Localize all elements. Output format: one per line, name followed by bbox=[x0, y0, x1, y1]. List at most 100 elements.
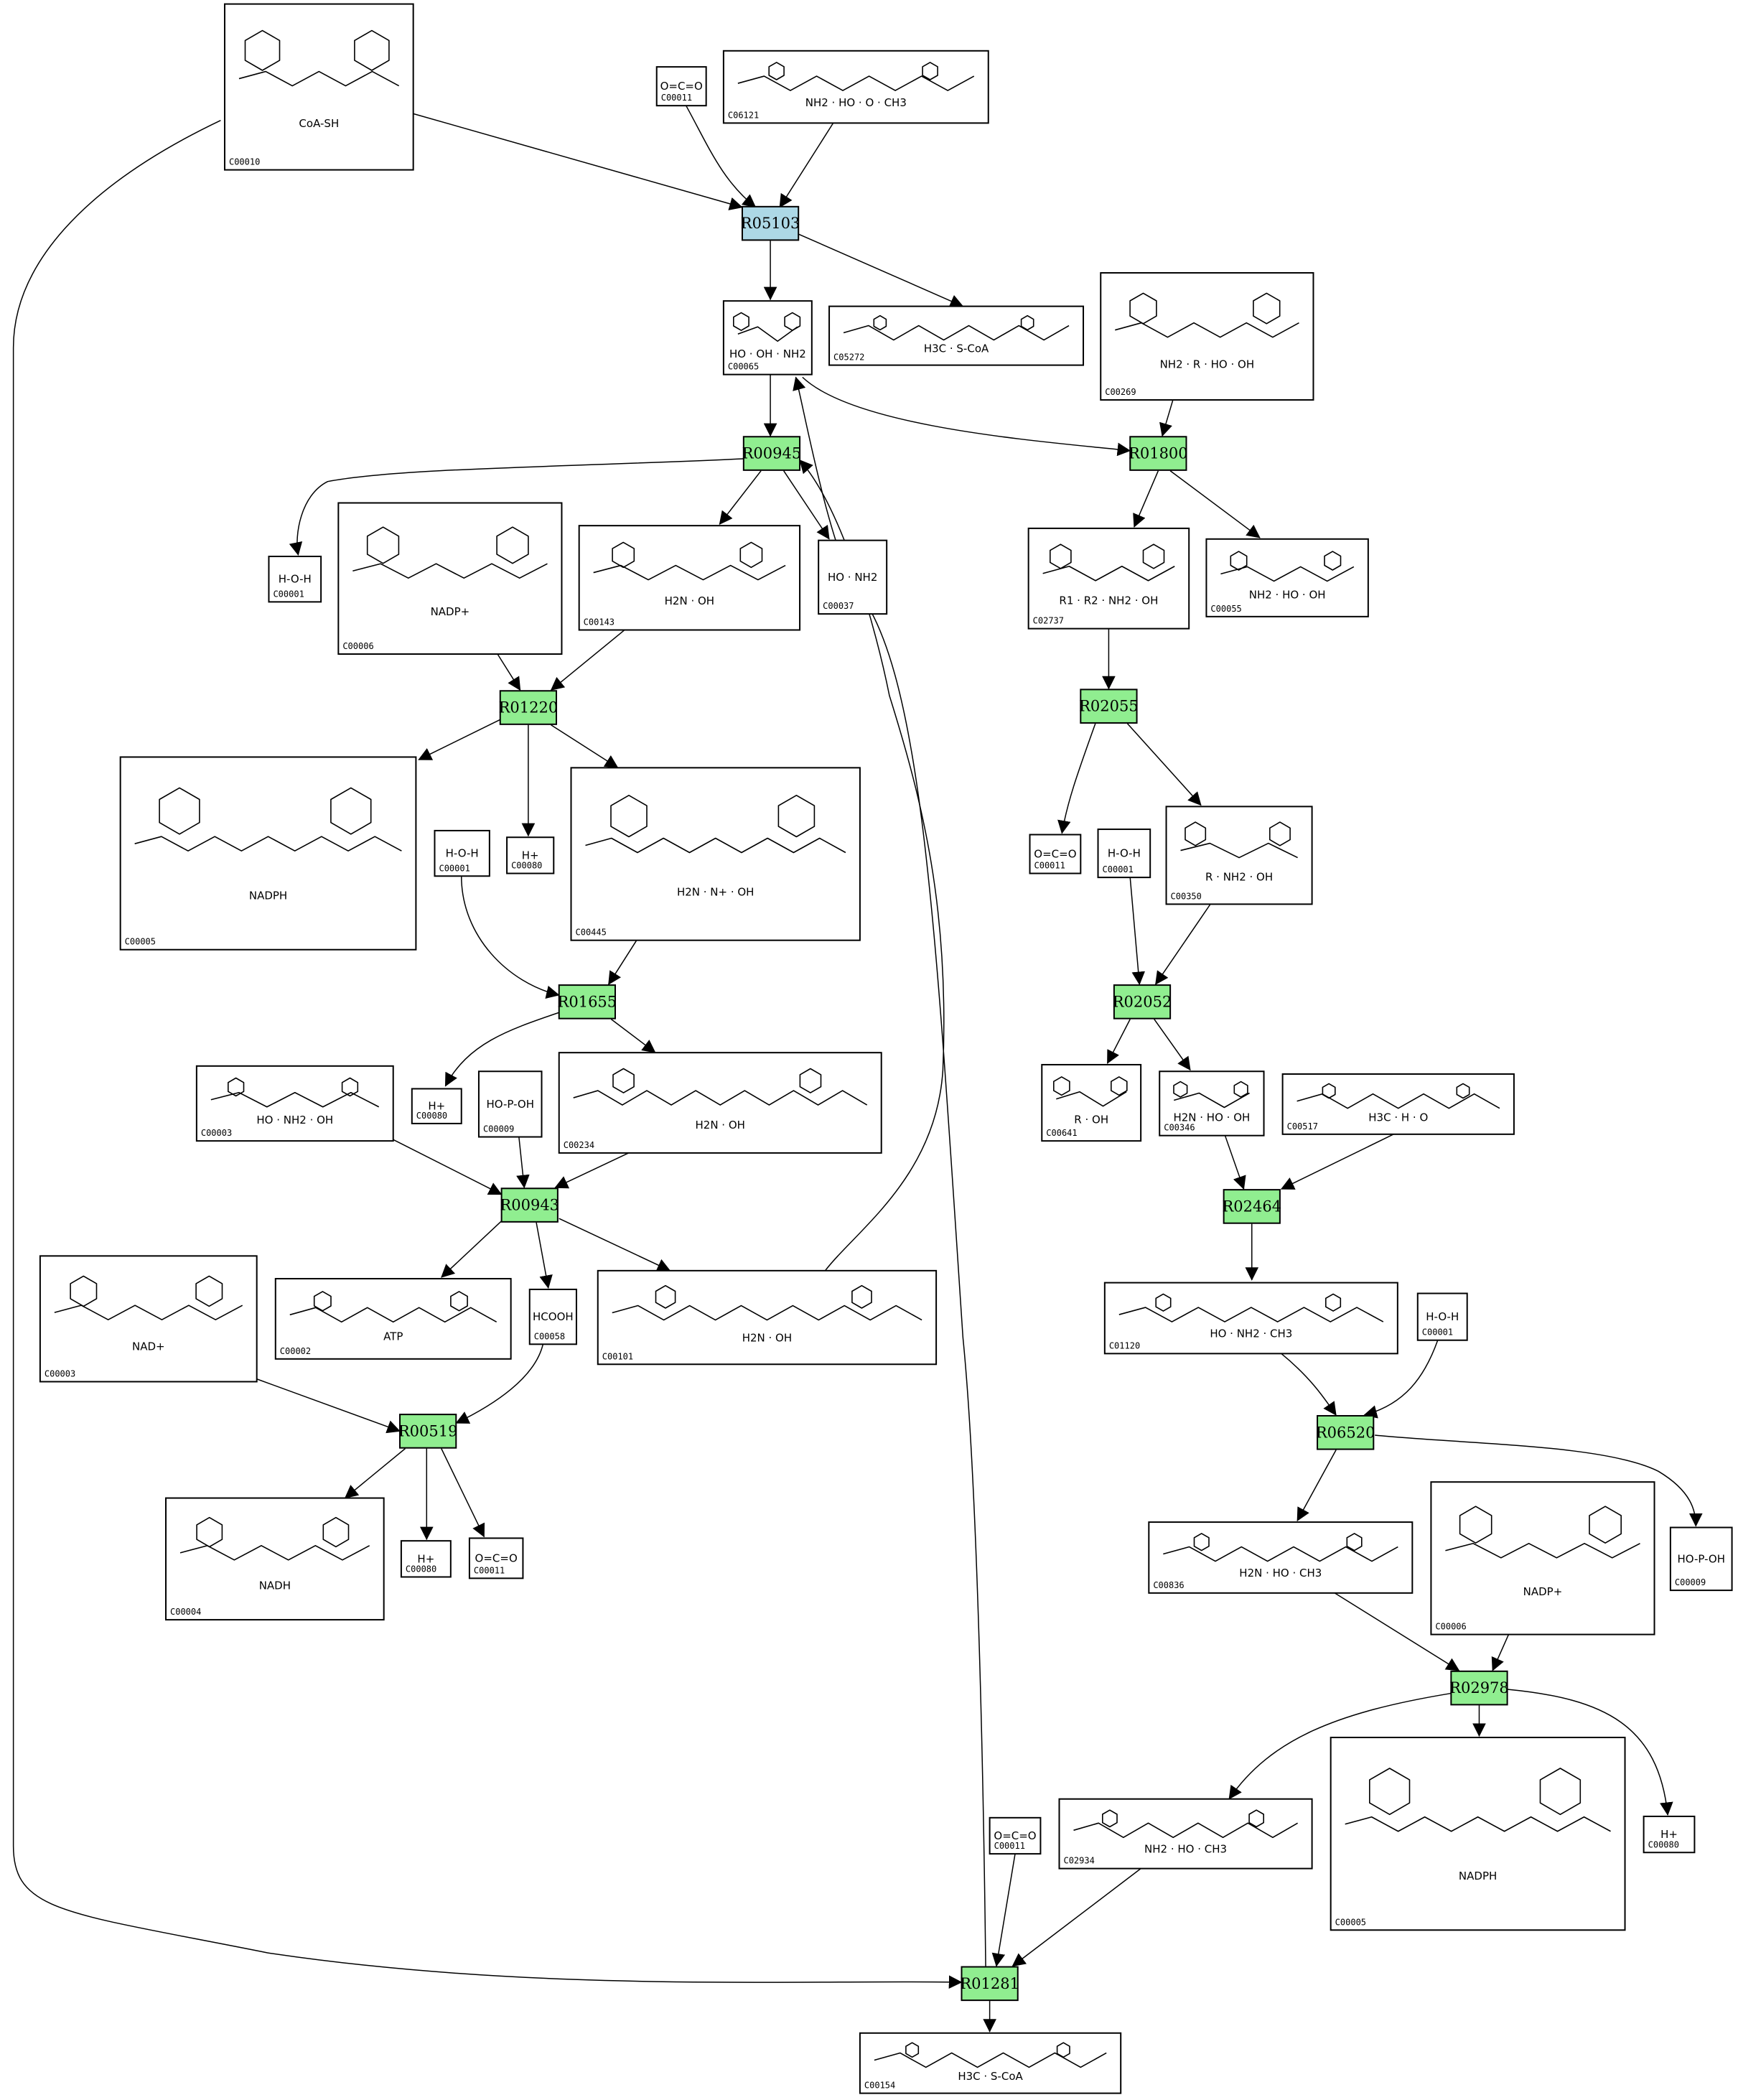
compound-box[interactable] bbox=[1281, 1073, 1515, 1135]
compound-box[interactable] bbox=[1103, 1282, 1398, 1355]
reaction-box[interactable] bbox=[1450, 1670, 1508, 1706]
compound-box[interactable] bbox=[655, 66, 707, 107]
compound-c00080-b[interactable]: H+C00080 bbox=[411, 1088, 462, 1124]
reaction-box[interactable] bbox=[1080, 689, 1138, 724]
compound-box[interactable] bbox=[268, 556, 322, 603]
compound-box[interactable] bbox=[1430, 1481, 1655, 1635]
compound-box[interactable] bbox=[337, 502, 563, 655]
compound-c00080-a[interactable]: H+C00080 bbox=[506, 836, 555, 874]
compound-box[interactable] bbox=[39, 1255, 258, 1383]
compound-box[interactable] bbox=[1330, 1737, 1626, 1931]
compound-box[interactable] bbox=[558, 1052, 882, 1154]
compound-box[interactable] bbox=[528, 1288, 577, 1345]
compound-box[interactable] bbox=[597, 1269, 938, 1366]
compound-box[interactable] bbox=[859, 2032, 1122, 2094]
compound-c00003-b[interactable]: NAD+C00003 bbox=[39, 1255, 258, 1383]
compound-box[interactable] bbox=[1416, 1292, 1468, 1341]
compound-box[interactable] bbox=[1041, 1063, 1142, 1142]
compound-box[interactable] bbox=[828, 305, 1085, 366]
compound-c00080-d[interactable]: H+C00080 bbox=[1643, 1815, 1696, 1854]
reaction-r01655[interactable]: R01655 bbox=[558, 984, 617, 1019]
reaction-box[interactable] bbox=[742, 436, 801, 471]
compound-box[interactable] bbox=[165, 1497, 385, 1621]
reaction-box[interactable] bbox=[558, 984, 616, 1019]
reaction-box[interactable] bbox=[500, 1187, 559, 1223]
compound-box[interactable] bbox=[195, 1065, 394, 1142]
compound-c00006-b[interactable]: NADP+C00006 bbox=[1430, 1481, 1655, 1635]
compound-box[interactable] bbox=[722, 50, 989, 124]
reaction-box[interactable] bbox=[1223, 1189, 1281, 1224]
reaction-r00945[interactable]: R00945 bbox=[742, 436, 802, 471]
compound-box[interactable] bbox=[570, 767, 861, 941]
reaction-r02978[interactable]: R02978 bbox=[1449, 1670, 1509, 1706]
compound-c00006-a[interactable]: NADP+C00006 bbox=[337, 502, 563, 655]
compound-box[interactable] bbox=[1205, 538, 1369, 617]
compound-box[interactable] bbox=[274, 1278, 512, 1360]
compound-box[interactable] bbox=[1058, 1798, 1313, 1870]
compound-box[interactable] bbox=[119, 756, 417, 951]
reaction-r02464[interactable]: R02464 bbox=[1222, 1189, 1281, 1224]
compound-box[interactable] bbox=[1159, 1070, 1265, 1137]
reaction-r01220[interactable]: R01220 bbox=[499, 690, 559, 725]
compound-box[interactable] bbox=[722, 300, 813, 375]
compound-box[interactable] bbox=[223, 3, 414, 171]
reaction-r06520[interactable]: R06520 bbox=[1316, 1414, 1375, 1450]
compound-box[interactable] bbox=[1669, 1526, 1733, 1592]
reaction-box[interactable] bbox=[399, 1414, 457, 1449]
reaction-r02055[interactable]: R02055 bbox=[1079, 689, 1139, 724]
compound-box[interactable] bbox=[411, 1088, 462, 1124]
compound-box[interactable] bbox=[434, 829, 490, 877]
compound-box[interactable] bbox=[1027, 527, 1190, 630]
compound-box[interactable] bbox=[818, 539, 888, 615]
compound-box[interactable] bbox=[578, 525, 801, 631]
reaction-r01800[interactable]: R01800 bbox=[1129, 436, 1188, 471]
compound-box[interactable] bbox=[1029, 834, 1082, 874]
compound-box[interactable] bbox=[477, 1070, 543, 1138]
reaction-r01281[interactable]: R01281 bbox=[960, 1966, 1019, 2002]
reaction-r02052[interactable]: R02052 bbox=[1113, 984, 1172, 1019]
reaction-box[interactable] bbox=[1317, 1414, 1375, 1450]
reaction-box[interactable] bbox=[961, 1966, 1019, 2002]
compound-box[interactable] bbox=[1148, 1521, 1414, 1594]
compound-box[interactable] bbox=[989, 1816, 1042, 1855]
compound-box[interactable] bbox=[1100, 272, 1314, 401]
reaction-box[interactable] bbox=[499, 690, 558, 725]
reaction-r05103[interactable]: R05103 bbox=[741, 205, 800, 241]
compound-box[interactable] bbox=[1643, 1815, 1696, 1854]
compound-box[interactable] bbox=[468, 1537, 524, 1579]
compound-box[interactable] bbox=[506, 836, 555, 874]
compound-box[interactable] bbox=[400, 1540, 452, 1578]
reaction-box[interactable] bbox=[741, 205, 800, 241]
